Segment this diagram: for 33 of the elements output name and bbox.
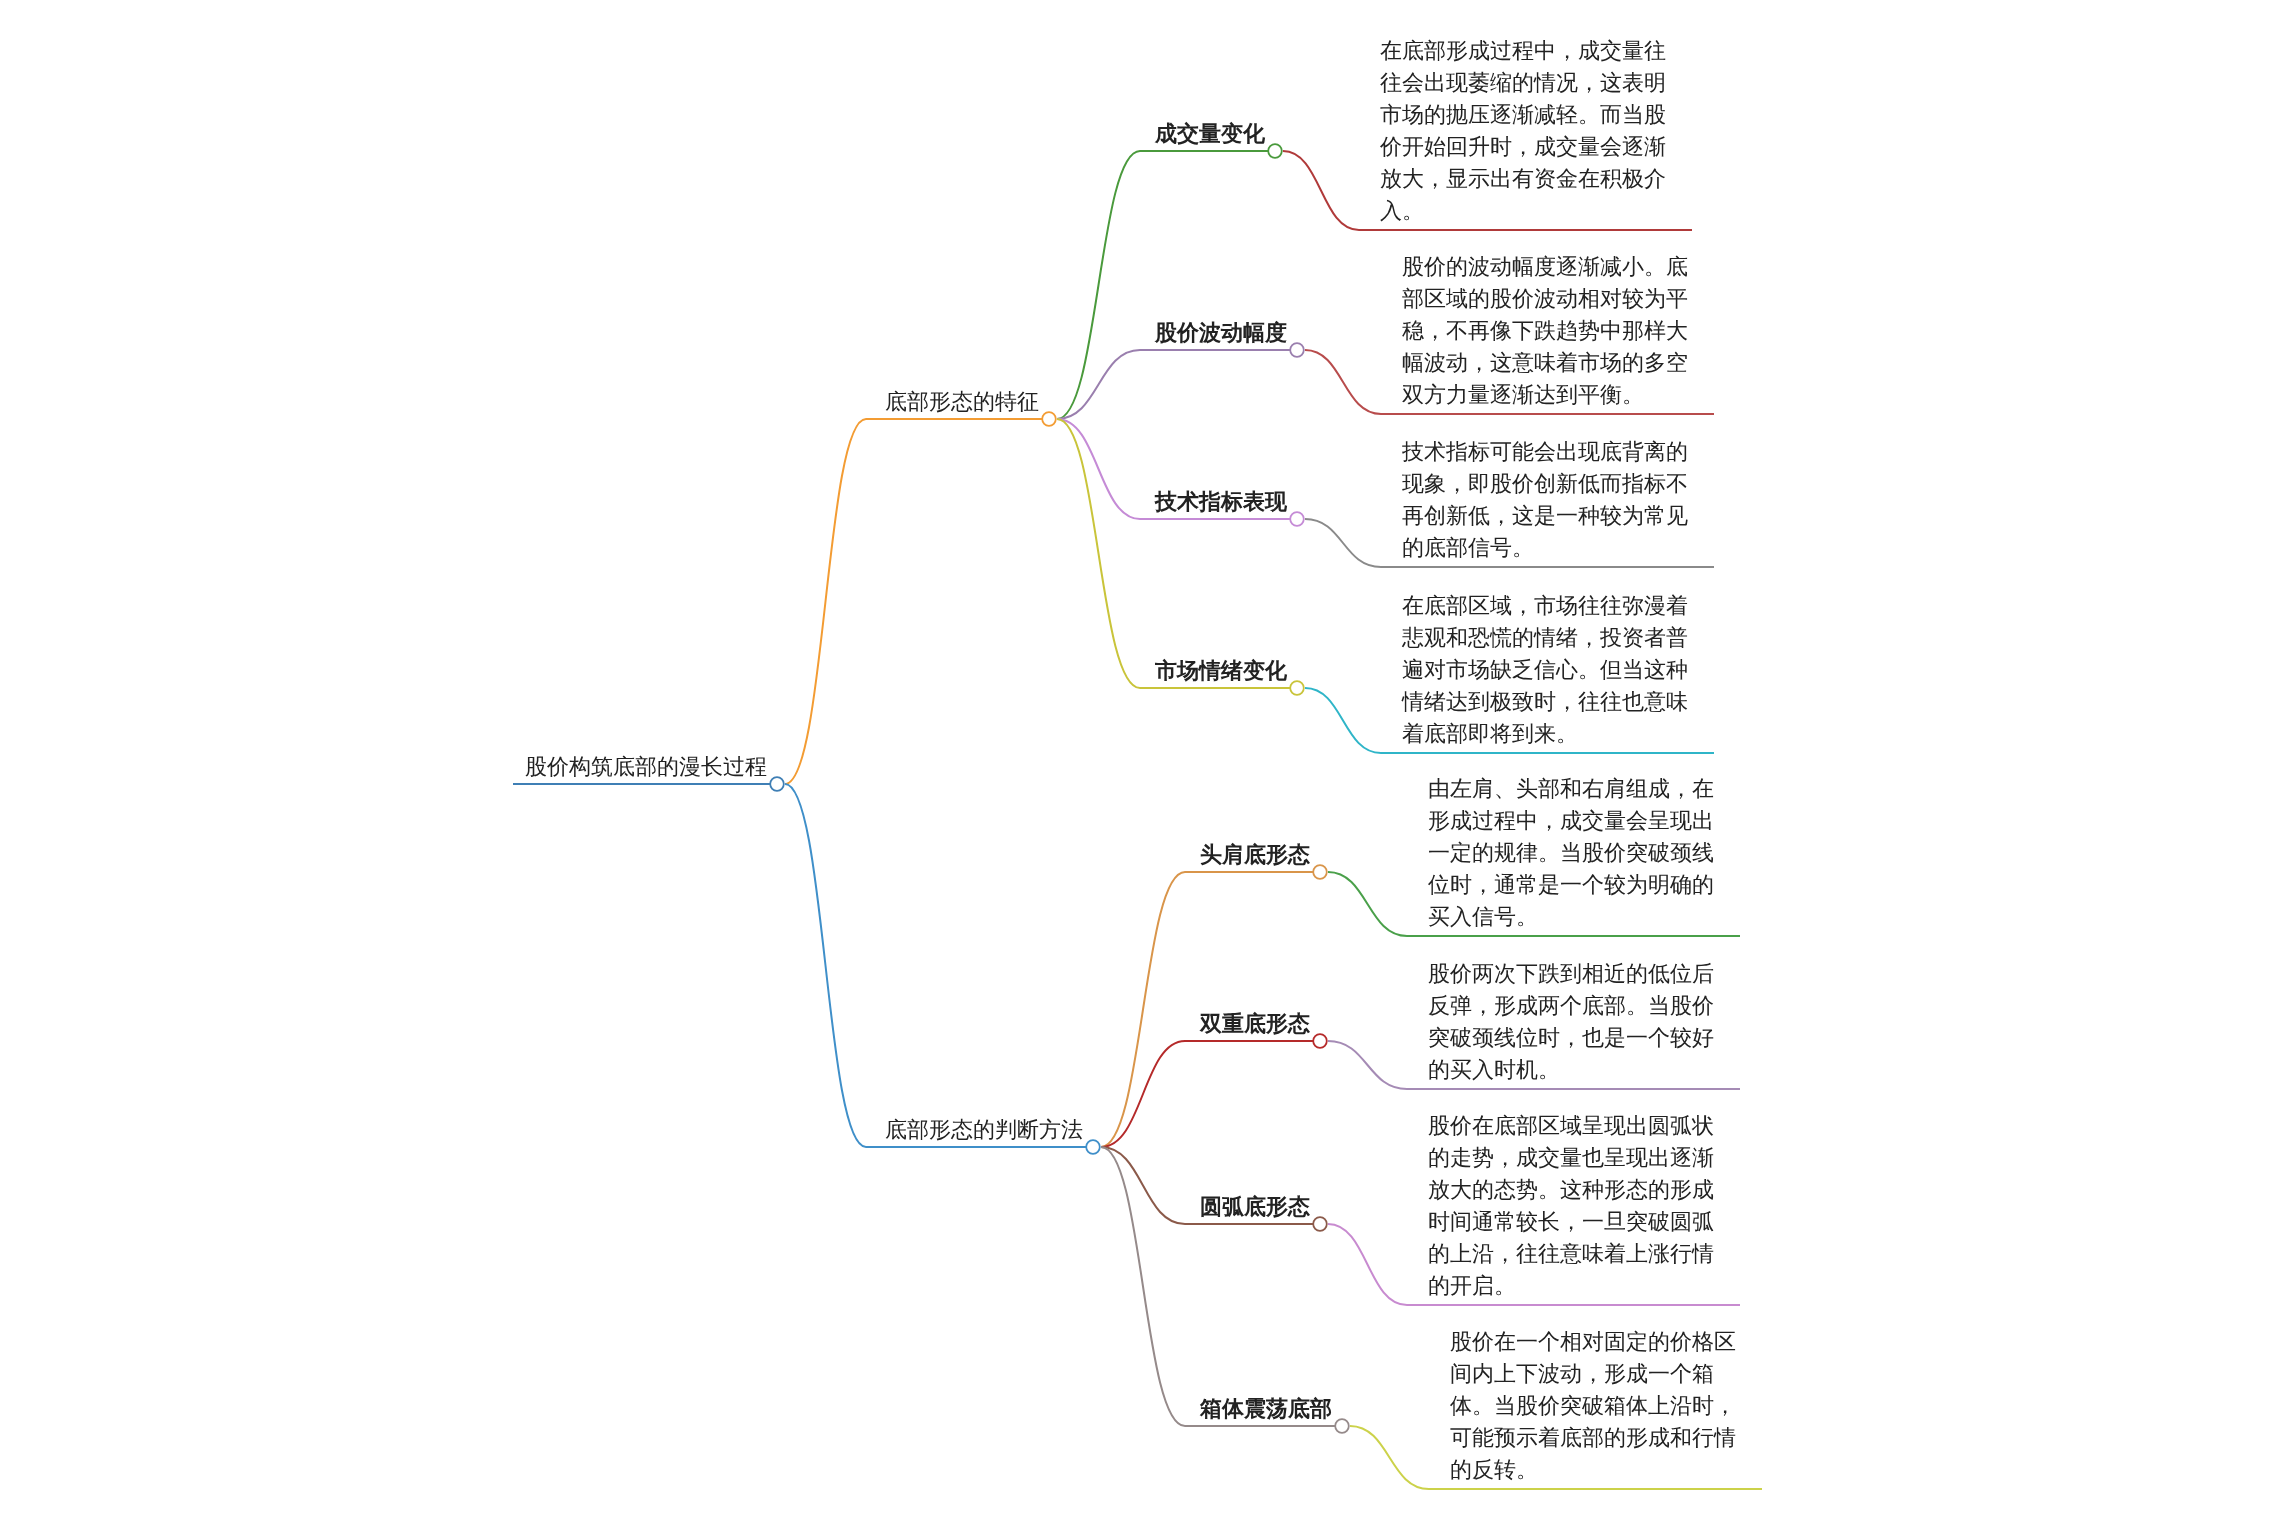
- topic-label: 圆弧底形态: [1200, 1194, 1310, 1220]
- branch-connector: [784, 783, 867, 1148]
- note-text: 股价在底部区域呈现出圆弧状的走势，成交量也呈现出逐渐放大的态势。这种形态的形成时间通常较长，一旦突破圆弧的上沿，往往意味着上涨行情的开启。: [1428, 1112, 1715, 1300]
- topic-label: 成交量变化: [1155, 121, 1265, 147]
- branch-connector: [1327, 1040, 1408, 1090]
- note-text: 股价在一个相对固定的价格区间内上下波动，形成一个箱体。当股价突破箱体上沿时，可能预示着底部的形成和行情的反转。: [1450, 1328, 1737, 1484]
- branch-connector: [1100, 871, 1186, 1148]
- branch-connector: [1304, 518, 1382, 568]
- note-text: 在底部形成过程中，成交量往往会出现萎缩的情况，这表明市场的抛压逐渐减轻。而当股价开始回升时，成交量会逐渐放大，显示出有资金在积极介入。: [1380, 37, 1667, 225]
- topic-label: 股价构筑底部的漫长过程: [525, 754, 767, 780]
- topic-label: 市场情绪变化: [1155, 658, 1287, 684]
- branch-connector: [1304, 687, 1382, 754]
- note-text: 股价两次下跌到相近的低位后反弹，形成两个底部。当股价突破颈线位时，也是一个较好的买入时机。: [1428, 960, 1715, 1084]
- branch-connector: [1327, 1223, 1408, 1306]
- branch-connector: [784, 418, 867, 785]
- branch-connector: [1100, 1146, 1186, 1427]
- topic-label: 股价波动幅度: [1155, 320, 1287, 346]
- topic-label: 箱体震荡底部: [1200, 1396, 1332, 1422]
- topic-label: 头肩底形态: [1200, 842, 1310, 868]
- branch-connector: [1056, 150, 1141, 420]
- note-text: 股价的波动幅度逐渐减小。底部区域的股价波动相对较为平稳，不再像下跌趋势中那样大幅波动，这意味着市场的多空双方力量逐渐达到平衡。: [1402, 253, 1689, 409]
- branch-connector: [1349, 1425, 1430, 1490]
- branch-connector: [1056, 418, 1141, 689]
- note-text: 由左肩、头部和右肩组成，在形成过程中，成交量会呈现出一定的规律。当股价突破颈线位时，通常是一个较为明确的买入信号。: [1428, 775, 1715, 931]
- note-text: 技术指标可能会出现底背离的现象，即股价创新低而指标不再创新低，这是一种较为常见的底部信号。: [1402, 438, 1689, 562]
- branch-connector: [1304, 349, 1382, 415]
- topic-label: 双重底形态: [1200, 1011, 1310, 1037]
- branch-connector: [1282, 150, 1360, 231]
- note-text: 在底部区域，市场往往弥漫着悲观和恐慌的情绪，投资者普遍对市场缺乏信心。但当这种情绪达到极致时，往往也意味着底部即将到来。: [1402, 592, 1689, 748]
- topic-label: 底部形态的判断方法: [885, 1117, 1083, 1143]
- topic-label: 技术指标表现: [1155, 489, 1287, 515]
- topic-label: 底部形态的特征: [885, 389, 1039, 415]
- branch-connector: [1327, 871, 1408, 937]
